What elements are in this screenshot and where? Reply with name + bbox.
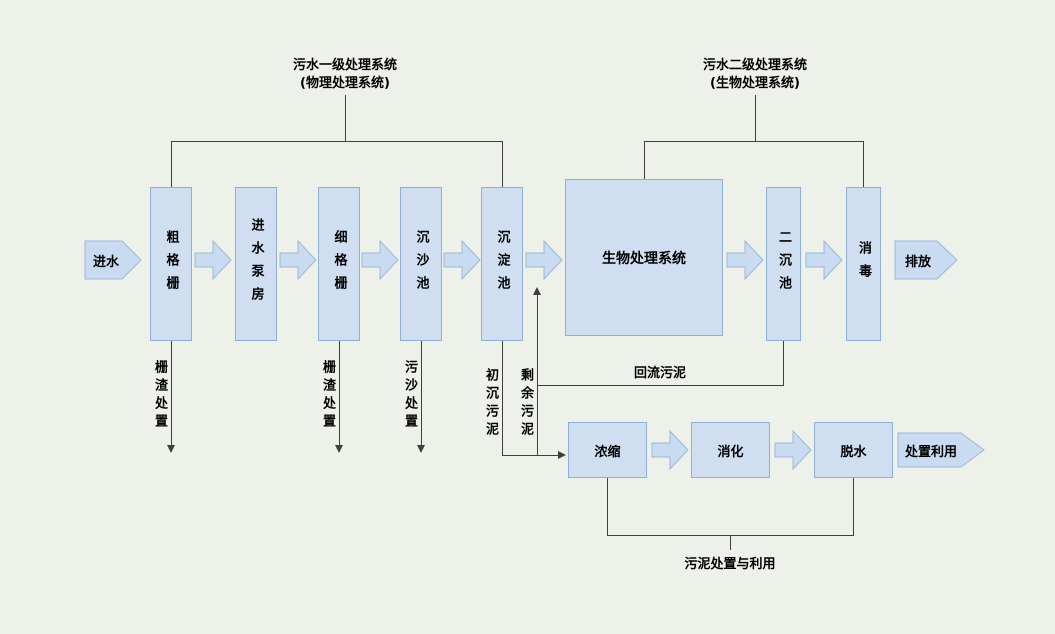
excess-sludge-label: 剩余污泥: [518, 368, 533, 440]
primary-system-title: 污水一级处理系统 (物理处理系统): [245, 57, 445, 93]
secondary-bracket-left-line: [644, 141, 645, 179]
arrowhead-down-icon: [167, 445, 175, 453]
process-box-coarse-screen: 粗格栅: [150, 187, 192, 341]
excess-sludge-line: [537, 295, 538, 456]
flow-arrow-icon: [726, 239, 764, 281]
process-box-thickening: 浓缩: [568, 422, 647, 478]
sludge-feed-line: [502, 455, 560, 456]
flow-arrow-icon: [774, 429, 812, 471]
process-box-dewatering: 脱水: [814, 422, 893, 478]
outlet-arrow-icon: [894, 240, 958, 280]
secondary-system-title-line1: 污水二级处理系统: [702, 58, 807, 73]
sludge-outlet-label: 处置利用: [904, 444, 957, 460]
process-box-primary-sedimentation: 沉淀池: [481, 187, 523, 341]
primary-sludge-label: 初沉污泥: [483, 368, 498, 440]
primary-system-title-line1: 污水一级处理系统: [292, 58, 397, 73]
sludge-footer-label: 污泥处置与利用: [684, 557, 776, 572]
inlet-label: 进水: [92, 254, 119, 270]
sludge-bracket-right-line: [853, 478, 854, 535]
return-sludge-horizontal-line: [537, 385, 784, 386]
outlet-label: 排放: [904, 254, 931, 270]
process-box-secondary-sedimentation-label: 二沉池: [776, 229, 791, 299]
secondary-bracket-right-line: [863, 141, 864, 187]
secondary-bracket-stem-line: [755, 95, 756, 141]
process-box-fine-screen-label: 细格栅: [331, 229, 347, 299]
screen-residue-1-label: 栅渣处置: [152, 360, 167, 432]
arrowhead-right-icon: [558, 451, 566, 459]
process-box-disinfection: 消毒: [846, 187, 881, 341]
primary-sludge-line: [502, 341, 503, 456]
process-box-grit-chamber: 沉沙池: [400, 187, 442, 341]
primary-bracket-horizontal-line: [171, 141, 503, 142]
arrowhead-down-icon: [335, 445, 343, 453]
process-box-primary-sedimentation-label: 沉淀池: [494, 229, 510, 299]
arrowhead-up-icon: [533, 287, 541, 295]
screen-residue-2-label: 栅渣处置: [320, 360, 335, 432]
sludge-bracket-left-line: [607, 478, 608, 535]
return-sludge-label: 回流污泥: [633, 366, 686, 381]
process-box-inlet-pump-house-label: 进水泵房: [248, 218, 264, 310]
process-box-biological-treatment-label: 生物处理系统: [602, 250, 686, 267]
screen-residue-1-line: [171, 341, 172, 445]
outlet-arrow: 排放: [894, 240, 958, 280]
process-box-disinfection-label: 消毒: [856, 241, 871, 287]
process-box-biological-treatment: 生物处理系统: [565, 179, 723, 336]
secondary-system-title: 污水二级处理系统 (生物处理系统): [655, 57, 855, 93]
flow-arrow-icon: [279, 239, 317, 281]
flow-arrow-icon: [805, 239, 843, 281]
inlet-arrow: 进水: [84, 240, 142, 280]
grit-disposal-label: 污沙处置: [402, 360, 417, 432]
process-box-dewatering-label: 脱水: [840, 444, 867, 460]
process-box-digestion: 消化: [691, 422, 770, 478]
process-box-fine-screen: 细格栅: [318, 187, 360, 341]
arrowhead-down-icon: [417, 445, 425, 453]
inlet-arrow-icon: [84, 240, 142, 280]
flow-arrow-icon: [443, 239, 481, 281]
sludge-bracket-stem-line: [730, 535, 731, 550]
screen-residue-2-line: [339, 341, 340, 445]
process-box-digestion-label: 消化: [717, 444, 744, 460]
process-box-thickening-label: 浓缩: [594, 444, 621, 460]
process-box-grit-chamber-label: 沉沙池: [413, 229, 429, 299]
return-sludge-drop-line: [783, 341, 784, 386]
grit-disposal-line: [421, 341, 422, 445]
primary-bracket-left-line: [171, 141, 172, 187]
process-box-coarse-screen-label: 粗格栅: [163, 229, 179, 299]
flow-arrow-icon: [525, 239, 563, 281]
process-box-inlet-pump-house: 进水泵房: [235, 187, 277, 341]
primary-system-title-line2: (物理处理系统): [300, 76, 390, 91]
secondary-system-title-line2: (生物处理系统): [710, 76, 800, 91]
secondary-bracket-horizontal-line: [644, 141, 864, 142]
flow-arrow-icon: [651, 429, 689, 471]
flow-arrow-icon: [361, 239, 399, 281]
flow-arrow-icon: [194, 239, 232, 281]
sludge-outlet-arrow: 处置利用: [897, 432, 985, 468]
primary-bracket-right-line: [502, 141, 503, 187]
primary-bracket-stem-line: [345, 95, 346, 141]
process-box-secondary-sedimentation: 二沉池: [766, 187, 801, 341]
sludge-outlet-arrow-icon: [897, 432, 985, 468]
